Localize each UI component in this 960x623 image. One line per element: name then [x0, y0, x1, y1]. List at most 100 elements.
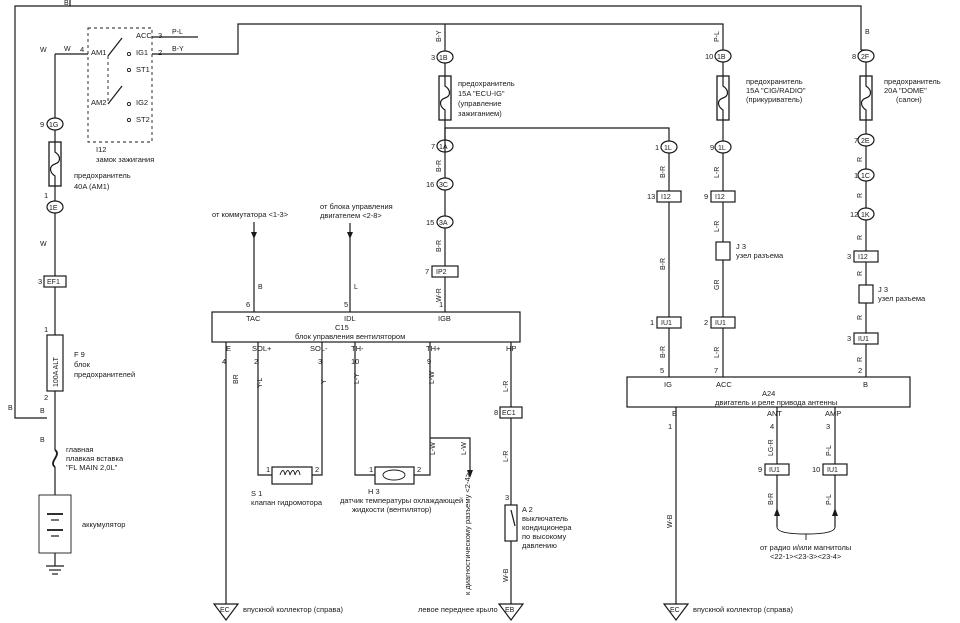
fuse-dome-symbol	[859, 75, 873, 121]
left-chain: W 1G 9 предохранитель 40A (AM1) 1E 1 W E…	[38, 47, 135, 575]
a24-pin-ig: 5	[660, 366, 664, 375]
conn-i12-ig-pin: 13	[647, 192, 655, 201]
ignition-switch-pin-ig1: 2	[158, 48, 162, 57]
left-bus-wire-label: B	[8, 405, 13, 412]
ecu-ig-wire-in: B-Y	[436, 30, 443, 42]
ground-ec-left: EC впускной коллектор (справа)	[212, 603, 343, 621]
ground-ec-left-code: EC	[220, 607, 230, 614]
ignition-switch-acc: ACC	[136, 31, 152, 40]
valve-pin-1: 1	[266, 465, 270, 474]
ground-ec-right-label: впускной коллектор (справа)	[693, 605, 793, 614]
top-wire-label: B	[64, 0, 69, 7]
temp-sensor-pin-2: 2	[417, 465, 421, 474]
c15-term-sol-minus: SOL-	[310, 344, 328, 353]
input-engine-ecu-label: от блока управления двигателем <2-8>	[320, 202, 395, 220]
c15-fan-control-unit: C15 блок управления вентилятором TAC 6 I…	[211, 300, 521, 366]
a24-pin-ant: 4	[770, 422, 774, 431]
temp-sensor-label: H 3 датчик температуры охлаждающей жидко…	[340, 487, 465, 514]
conn-1b-cig-label: 1B	[717, 54, 726, 61]
temp-sensor-pin-1: 1	[369, 465, 373, 474]
conn-iu1-dome-label: IU1	[858, 336, 869, 343]
c15-pin-tac: 6	[246, 300, 250, 309]
left-wire-mid: W	[40, 241, 47, 248]
c15-term-e: E	[226, 344, 231, 353]
conn-1k-label: 1K	[861, 212, 870, 219]
pressure-switch-pin: 3	[505, 493, 509, 502]
junction-j3-cig-label: J 3 узел разъема	[736, 242, 784, 260]
conn-3c-pin: 16	[426, 180, 434, 189]
ignition-wire-p-l: P-L	[172, 29, 183, 36]
ignition-switch-ig2: IG2	[136, 98, 148, 107]
input-engine-ecu-wire: L	[354, 284, 358, 291]
c15-term-th-plus: TH+	[426, 344, 441, 353]
junction-j3-dome-label: J 3 узел разъема	[878, 285, 926, 303]
conn-ec1-label: EC1	[502, 410, 516, 417]
a24-ref: A24	[762, 389, 775, 398]
branch-1l-wire: B-R	[660, 166, 667, 178]
dome-wire-in: B	[865, 29, 870, 36]
a24-term-ant: ANT	[767, 409, 782, 418]
ground-ec-left-label: впускной коллектор (справа)	[243, 605, 343, 614]
conn-1l-cig-pin: 9	[710, 143, 714, 152]
a24-name: двигатель и реле привода антенны	[715, 398, 837, 407]
conn-iu1-10-label: IU1	[827, 467, 838, 474]
radio-label: от радио и/или магнитолы <22-1><23-3><23…	[760, 543, 853, 561]
ground-ec-right: EC впускной коллектор (справа)	[662, 603, 793, 621]
valve-ref: S 1	[251, 489, 262, 498]
diag-label: к диагностическому разъему <2-4>	[463, 472, 472, 595]
conn-1l-ig-pin: 1	[655, 143, 659, 152]
ignition-switch-st2: ST2	[136, 115, 150, 124]
battery-label: аккумулятор	[82, 520, 125, 529]
ignition-switch-ig1: IG1	[136, 48, 148, 57]
ec1-wire: L-R	[503, 451, 510, 462]
branch-1l-wire-3: B-R	[660, 346, 667, 358]
a24-term-ig: IG	[664, 380, 672, 389]
ignition-switch-pin-acc: 3	[158, 31, 162, 40]
c15-pin-th-plus: 9	[427, 357, 431, 366]
fuse-am1-label: предохранитель 40A (AM1)	[74, 171, 133, 191]
pressure-switch-label: A 2 выключатель кондиционера по высокому…	[522, 505, 574, 550]
valve-pin-2: 2	[315, 465, 319, 474]
dome-wire-4: R	[857, 271, 864, 276]
cig-wire-3: GR	[714, 280, 721, 291]
a24-pin-e: 1	[668, 422, 672, 431]
hp-wire-top: L-R	[503, 381, 510, 392]
conn-1a-pin: 7	[431, 142, 435, 151]
c15-ref: C15	[335, 323, 349, 332]
ignition-switch-pin-am1: 4	[80, 45, 84, 54]
a24-term-amp: AMP	[825, 409, 841, 418]
conn-i12-ig-label: I12	[661, 194, 671, 201]
ecu-ig-wire-3a: B-R	[436, 240, 443, 252]
ground-eb: EB левое переднее крыло	[418, 603, 525, 621]
conn-1c-pin: 1	[854, 171, 858, 180]
ecu-ig-wire-ip2: W-R	[436, 288, 443, 302]
c15-wire-th-minus: L-Y	[354, 373, 361, 384]
fuse-dome-label: предохранитель 20A "DOME" (салон)	[884, 77, 943, 104]
conn-1l-ig-label: 1L	[664, 145, 672, 152]
a24-pin-b: 2	[858, 366, 862, 375]
a24-pin-amp: 3	[826, 422, 830, 431]
conn-iu1-cig-label: IU1	[715, 320, 726, 327]
conn-i12-cig-pin: 9	[704, 192, 708, 201]
a24-antenna-motor: A24 двигатель и реле привода антенны IG …	[626, 366, 911, 431]
conn-1e-label: 1E	[49, 205, 58, 212]
battery	[38, 494, 72, 554]
valve-s1: 1 2 S 1 клапан гидромотора	[251, 465, 323, 507]
conn-1b-cig-pin: 10	[705, 52, 713, 61]
a24-wire-e: W-B	[667, 514, 674, 528]
radio-wire-1: B-R	[768, 493, 775, 505]
conn-1k-pin: 12	[850, 210, 858, 219]
a24-wire-ant: LG-R	[768, 439, 775, 456]
cig-wire-out: L-R	[714, 167, 721, 178]
c15-wire-sol-plus: Y-L	[257, 378, 264, 388]
diag-wire-1: L-W	[430, 442, 437, 455]
ignition-switch-am2: AM2	[91, 98, 106, 107]
conn-iu1-9-label: IU1	[769, 467, 780, 474]
conn-ec1-pin: 8	[494, 408, 498, 417]
c15-outputs: BR Y-L Y L-Y L-W	[225, 342, 512, 604]
ecu-ig-wire-out: B-R	[436, 160, 443, 172]
fuse-ecu-ig-branch: B-Y 1B 3 предохранитель 15A "ECU-IG" (уп…	[425, 24, 670, 312]
c15-inputs: от коммутатора <1-3> B от блока управлен…	[212, 202, 395, 312]
fuse-block-label: F 9 блок предохранителей	[74, 350, 135, 379]
c15-pin-igb: 1	[439, 300, 443, 309]
